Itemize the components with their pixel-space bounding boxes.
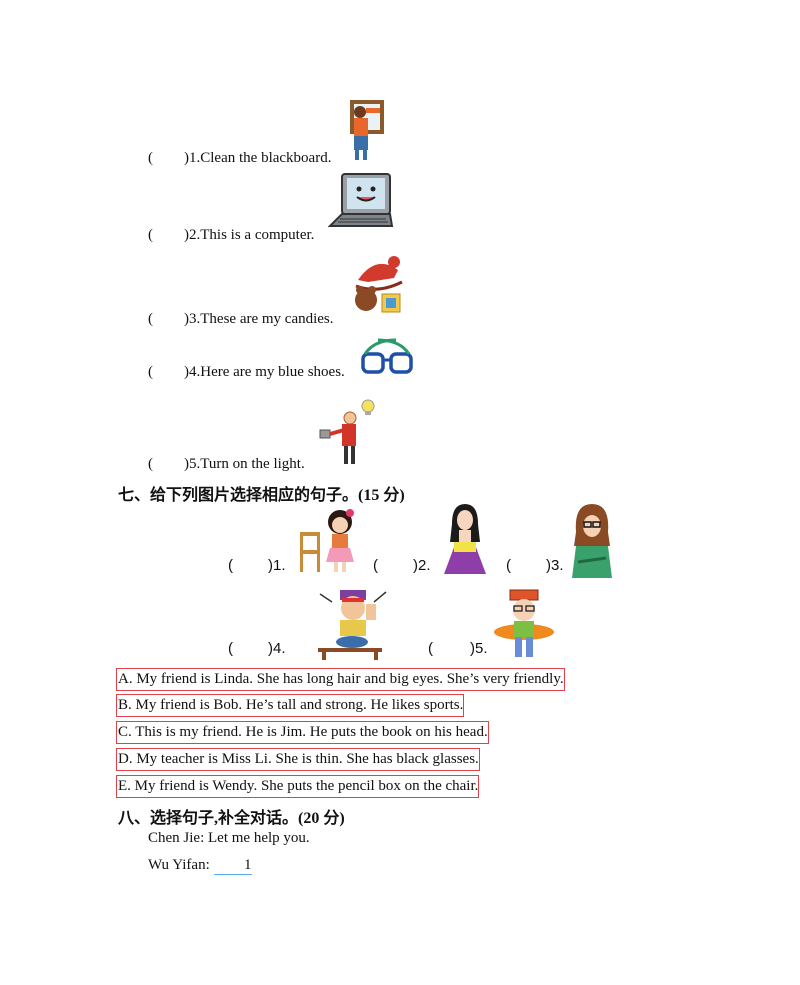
section-7-title: 七、给下列图片选择相应的句子。(15 分) (118, 487, 405, 504)
option-b: B. My friend is Bob. He’s tall and stron… (116, 694, 465, 717)
picture-1-label: ()1. (228, 557, 286, 574)
answer-paren[interactable]: ( (506, 557, 511, 574)
item-text: 5.Turn on the light. (189, 456, 305, 472)
item-2: ()2.This is a computer. (148, 227, 315, 243)
option-d: D. My teacher is Miss Li. She is thin. S… (116, 748, 480, 771)
option-a: A. My friend is Linda. She has long hair… (116, 668, 565, 691)
boy-sports-icon (318, 590, 387, 660)
answer-paren[interactable]: ( (148, 364, 153, 380)
teacher-glasses-icon (572, 504, 612, 578)
item-text: 3.These are my candies. (189, 311, 334, 327)
picture-4-label: ()4. (228, 640, 286, 657)
item-3: ()3.These are my candies. (148, 311, 334, 327)
toys-icon (355, 256, 403, 313)
boy-book-on-head-icon (494, 589, 554, 657)
boy-light-switch-icon (319, 399, 375, 464)
answer-paren[interactable]: ( (373, 557, 378, 574)
picture-3-label: ()3. (506, 557, 564, 574)
answer-paren[interactable]: ( (148, 150, 153, 166)
picture-2-label: ()2. (373, 557, 431, 574)
dialogue-text: Let me help you. (208, 830, 310, 846)
laptop-computer-icon (328, 173, 394, 227)
dialogue-line-1: Chen Jie: Let me help you. (148, 830, 310, 847)
section-8-title: 八、选择句子,补全对话。(20 分) (118, 810, 345, 827)
option-c: C. This is my friend. He is Jim. He puts… (116, 721, 489, 744)
item-5: ()5.Turn on the light. (148, 456, 305, 472)
answer-paren[interactable]: ( (148, 227, 153, 243)
item-text: 2.This is a computer. (189, 227, 315, 243)
picture-5-label: ()5. (428, 640, 488, 657)
glasses-icon (361, 338, 413, 374)
item-1: ()1.Clean the blackboard. (148, 150, 332, 166)
answer-blank-1[interactable]: 1 (213, 857, 252, 875)
item-text: 4.Here are my blue shoes. (189, 364, 345, 380)
speaker-name: Wu Yifan: (148, 857, 210, 873)
answer-paren[interactable]: ( (228, 557, 233, 574)
girl-with-chair-icon (300, 509, 354, 572)
answer-paren[interactable]: ( (428, 640, 433, 657)
option-e: E. My friend is Wendy. She puts the penc… (116, 775, 480, 798)
answer-paren[interactable]: ( (148, 311, 153, 327)
answer-paren[interactable]: ( (228, 640, 233, 657)
item-text: 1.Clean the blackboard. (189, 150, 332, 166)
speaker-name: Chen Jie: (148, 830, 205, 846)
dialogue-line-2: Wu Yifan: 1 (148, 857, 252, 875)
boy-cleaning-window-icon (350, 100, 384, 160)
girl-long-hair-icon (444, 504, 486, 574)
item-4: ()4.Here are my blue shoes. (148, 364, 345, 380)
answer-paren[interactable]: ( (148, 456, 153, 472)
